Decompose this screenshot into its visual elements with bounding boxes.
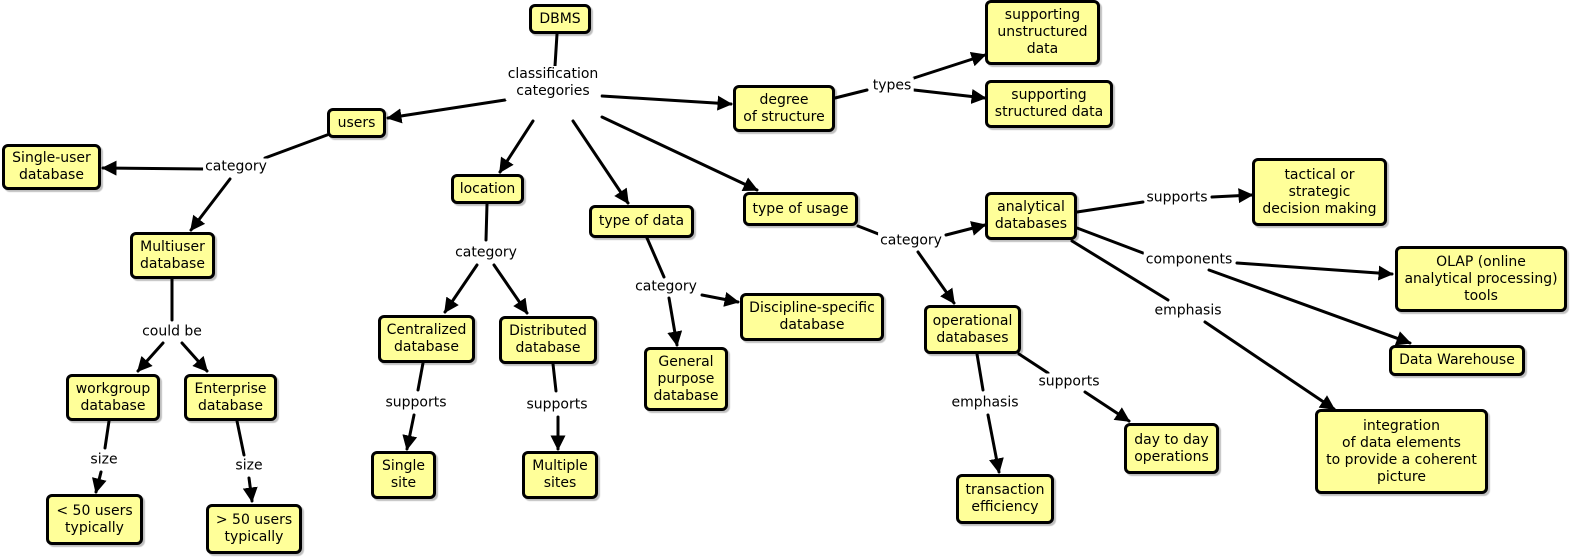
link-label-users-category: category xyxy=(203,158,269,176)
link-label-components: components xyxy=(1143,251,1235,269)
connector-line xyxy=(101,160,207,176)
link-label-types: types xyxy=(870,77,914,95)
connector-line xyxy=(833,88,869,100)
connector-line xyxy=(856,224,883,237)
node-single-user-database[interactable]: Single-user database xyxy=(2,144,101,190)
link-label-size-enterprise: size xyxy=(233,457,265,475)
connector-line xyxy=(1203,320,1336,411)
connector-line xyxy=(700,292,740,307)
link-label-classification-categories: classification categories xyxy=(505,66,601,100)
link-label-data-category: category xyxy=(633,278,699,296)
connector-line xyxy=(484,202,489,242)
connector-line xyxy=(667,296,683,347)
connector-line xyxy=(242,476,258,503)
node-distributed-database[interactable]: Distributed database xyxy=(499,316,597,364)
node-integration-of-data-elements[interactable]: integration of data elements to provide … xyxy=(1315,409,1488,494)
node-workgroup-database[interactable]: workgroup database xyxy=(66,374,160,421)
link-label-supports-distributed: supports xyxy=(524,396,590,414)
node-location[interactable]: location xyxy=(451,174,524,204)
node-data-warehouse[interactable]: Data Warehouse xyxy=(1389,345,1525,376)
link-label-emphasis-analytical: emphasis xyxy=(1152,302,1224,320)
connector-line xyxy=(986,413,1004,474)
connector-line xyxy=(571,119,630,205)
node-tactical-or-strategic-decision-making[interactable]: tactical or strategic decision making xyxy=(1252,158,1387,226)
node-multiple-sites[interactable]: Multiple sites xyxy=(522,451,598,499)
node-more-than-50-users[interactable]: > 50 users typically xyxy=(206,504,302,554)
node-centralized-database[interactable]: Centralized database xyxy=(378,315,475,363)
connector-line xyxy=(189,177,232,232)
connector-line xyxy=(975,352,985,392)
connector-line xyxy=(912,88,987,104)
link-label-emphasis-operational: emphasis xyxy=(949,394,1021,412)
node-type-of-usage[interactable]: type of usage xyxy=(743,192,858,226)
connector-line xyxy=(263,133,329,160)
link-label-location-category: category xyxy=(453,244,519,262)
node-type-of-data[interactable]: type of data xyxy=(589,205,694,238)
connector-line xyxy=(103,419,111,450)
connector-line xyxy=(402,413,418,451)
node-supporting-structured-data[interactable]: supporting structured data xyxy=(985,80,1113,128)
link-label-supports-centralized: supports xyxy=(383,394,449,412)
connector-line xyxy=(498,119,535,174)
connector-line xyxy=(1207,268,1412,346)
connector-line xyxy=(600,115,759,192)
connector-line xyxy=(645,236,666,279)
node-day-to-day-operations[interactable]: day to day operations xyxy=(1124,423,1219,474)
connector-line xyxy=(1017,352,1050,375)
connector-line xyxy=(1083,390,1131,423)
link-label-could-be: could be xyxy=(140,323,204,341)
connector-line xyxy=(1075,226,1145,255)
connector-line xyxy=(492,263,529,315)
link-label-supports-operational: supports xyxy=(1036,373,1102,391)
node-operational-databases[interactable]: operational databases xyxy=(924,305,1021,354)
connector-line xyxy=(416,361,425,392)
node-discipline-specific-database[interactable]: Discipline-specific database xyxy=(740,293,884,341)
node-users[interactable]: users xyxy=(327,108,386,138)
node-analytical-databases[interactable]: analytical databases xyxy=(985,192,1077,240)
link-label-usage-category: category xyxy=(878,232,944,250)
link-label-supports-analytical: supports xyxy=(1144,189,1210,207)
node-dbms[interactable]: DBMS xyxy=(529,4,591,34)
connector-line xyxy=(1075,200,1145,214)
connector-line xyxy=(916,250,956,305)
connector-line xyxy=(386,98,507,124)
connector-line xyxy=(91,470,107,494)
connector-line xyxy=(944,221,987,237)
node-enterprise-database[interactable]: Enterprise database xyxy=(184,374,277,421)
node-degree-of-structure[interactable]: degree of structure xyxy=(733,85,835,132)
connector-line xyxy=(912,52,987,80)
connector-line xyxy=(553,32,559,68)
node-transaction-efficiency[interactable]: transaction efficiency xyxy=(956,474,1054,524)
connector-line xyxy=(1235,261,1394,281)
connector-line xyxy=(180,341,209,373)
connector-line xyxy=(443,263,479,314)
connector-line xyxy=(1210,188,1254,204)
node-supporting-unstructured-data[interactable]: supporting unstructured data xyxy=(985,0,1100,65)
node-less-than-50-users[interactable]: < 50 users typically xyxy=(46,494,143,545)
connector-line xyxy=(136,341,165,373)
node-general-purpose-database[interactable]: General purpose database xyxy=(644,347,728,411)
connector-line xyxy=(600,94,733,111)
node-multiuser-database[interactable]: Multiuser database xyxy=(130,232,215,279)
node-olap-tools[interactable]: OLAP (online analytical processing) tool… xyxy=(1395,246,1567,312)
link-label-size-workgroup: size xyxy=(88,451,120,469)
connector-line xyxy=(551,362,558,393)
node-single-site[interactable]: Single site xyxy=(371,451,436,499)
connector-line xyxy=(1070,239,1170,302)
connector-line xyxy=(235,419,246,457)
